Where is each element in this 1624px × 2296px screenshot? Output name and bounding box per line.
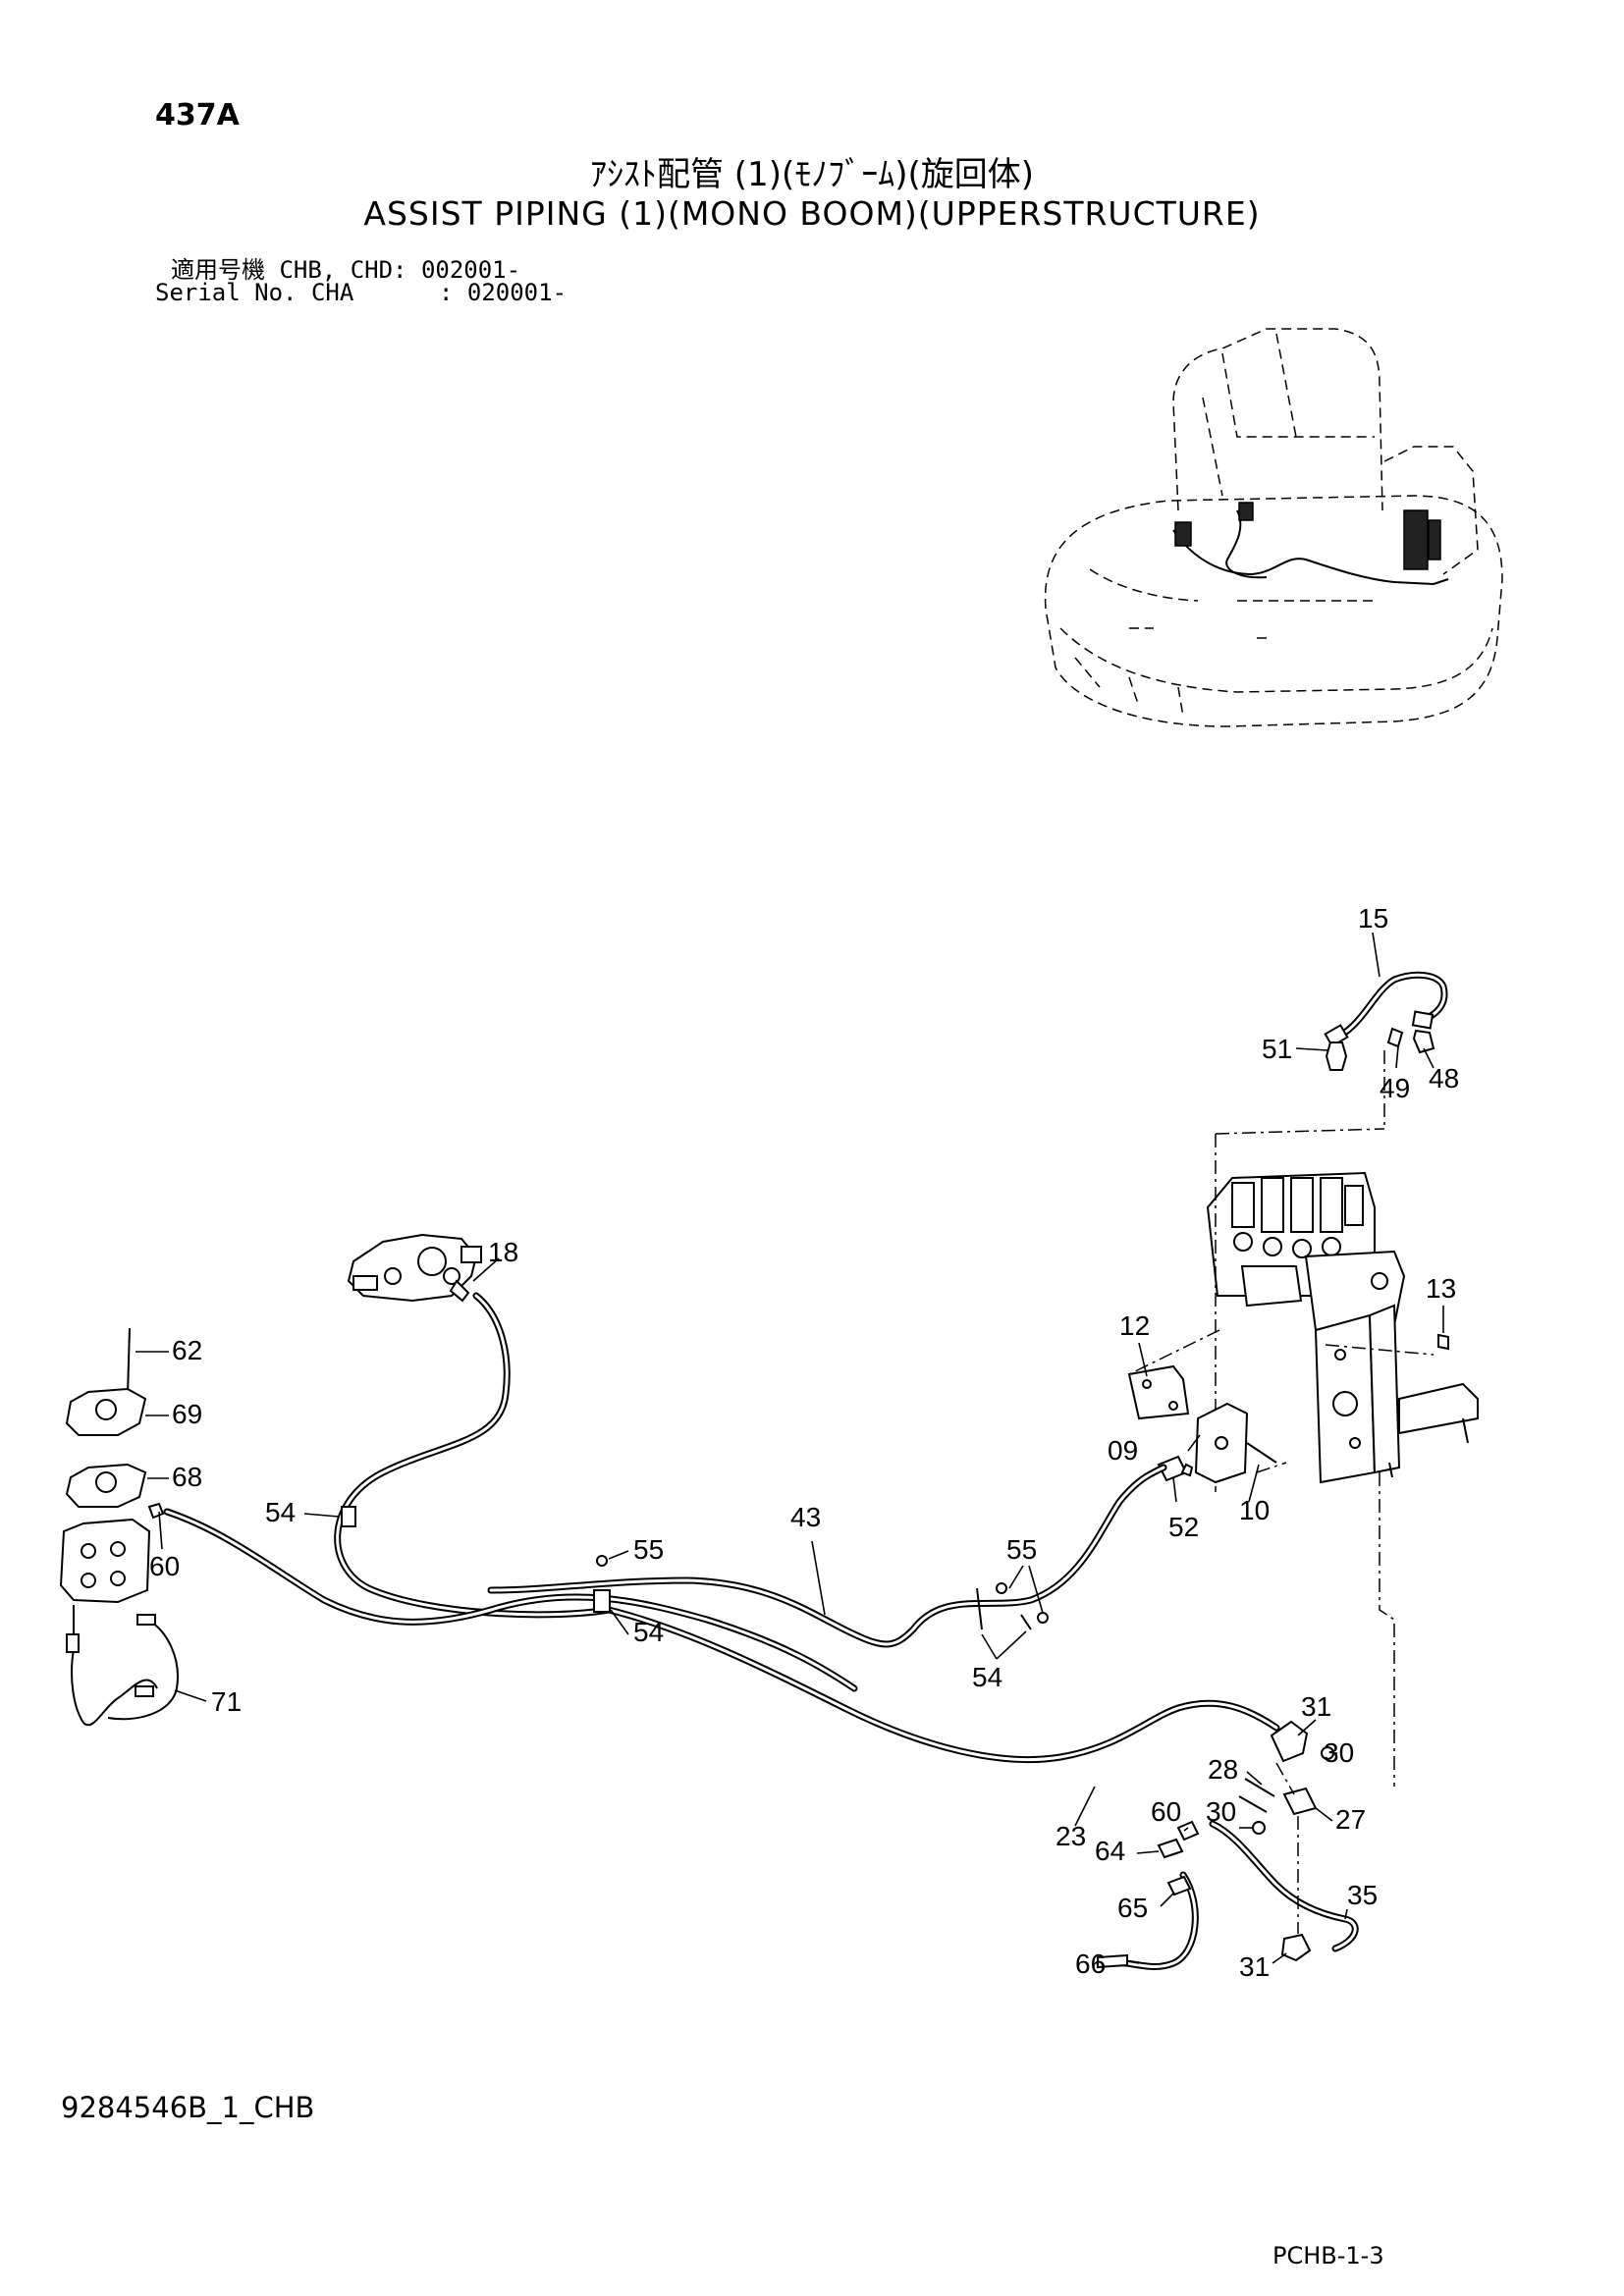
hose-54-upper (334, 1292, 613, 1619)
hose-43 (487, 1464, 1167, 1648)
callout-15: 15 (1358, 903, 1388, 934)
callout-64: 64 (1095, 1836, 1125, 1866)
drawing-number: 9284546B_1_CHB (61, 2091, 315, 2124)
serial-line-2: Serial No. CHA : 020001- (155, 279, 568, 306)
callout-54-c: 54 (972, 1662, 1002, 1692)
callout-54-b: 54 (633, 1617, 664, 1647)
callout-leaders (135, 932, 1444, 1964)
callout-09: 09 (1108, 1435, 1138, 1466)
control-valve-assembly (1128, 1050, 1479, 1787)
valve-block-09 (1194, 1402, 1249, 1484)
bolt-55-a (596, 1555, 608, 1567)
fitting-48 (1412, 1029, 1435, 1054)
harness-71 (66, 1605, 179, 1727)
callout-labels: 15 51 49 48 18 13 12 62 69 09 10 68 52 5… (149, 903, 1459, 1982)
bolt-55-c (1037, 1612, 1049, 1624)
rod-10 (1246, 1442, 1277, 1464)
callout-49: 49 (1380, 1073, 1410, 1103)
bolt-55-b (996, 1582, 1007, 1594)
callout-43: 43 (790, 1502, 821, 1532)
callout-66: 66 (1075, 1949, 1106, 1979)
fitting-60 (1176, 1820, 1200, 1842)
fitting-13 (1437, 1333, 1449, 1351)
hose-15 (1324, 971, 1448, 1047)
fitting-49 (1386, 1027, 1404, 1048)
block-27 (1282, 1787, 1318, 1816)
plug-30-b (1252, 1821, 1266, 1835)
callout-30-b: 30 (1206, 1796, 1236, 1827)
callout-60-b: 60 (1151, 1796, 1181, 1827)
excavator-overview-sketch (1044, 328, 1503, 727)
callout-10: 10 (1239, 1495, 1270, 1525)
page-code: 437A (155, 98, 240, 133)
callout-55-b: 55 (1006, 1534, 1037, 1565)
callout-28: 28 (1208, 1754, 1238, 1785)
callout-71: 71 (211, 1686, 242, 1717)
clamp-54-a (341, 1506, 356, 1527)
callout-18: 18 (488, 1237, 518, 1267)
callout-23: 23 (1056, 1821, 1086, 1851)
callout-69: 69 (172, 1399, 202, 1429)
callout-27: 27 (1335, 1804, 1366, 1835)
fitting-51 (1325, 1041, 1348, 1071)
callout-48: 48 (1429, 1063, 1459, 1094)
elbow-31-lower (1280, 1933, 1312, 1962)
callout-68: 68 (172, 1462, 202, 1492)
callout-62: 62 (172, 1335, 202, 1365)
title-japanese: ｱｼｽﾄ配管 (1)(ﾓﾉﾌﾞｰﾑ)(旋回体) (589, 155, 1035, 194)
callout-30-a: 30 (1324, 1737, 1354, 1768)
bracket-12 (1127, 1364, 1190, 1420)
clamp-54-c (976, 1587, 1032, 1630)
hose-35 (1209, 1820, 1359, 1952)
callout-65: 65 (1117, 1893, 1148, 1923)
hose-from-stack (163, 1508, 858, 1692)
callout-54-a: 54 (265, 1497, 296, 1527)
pin-28 (1238, 1778, 1275, 1813)
fitting-65 (1166, 1875, 1192, 1896)
valve-stack-left (59, 1327, 165, 1604)
callout-52: 52 (1168, 1512, 1199, 1542)
callout-55-a: 55 (633, 1534, 664, 1565)
callout-51: 51 (1262, 1034, 1292, 1064)
callout-35: 35 (1347, 1880, 1378, 1910)
callout-31-b: 31 (1239, 1951, 1270, 1982)
elbow-31-upper (1270, 1720, 1309, 1763)
clamp-54-b (593, 1589, 611, 1613)
valve-18 (347, 1233, 482, 1303)
serial-line-1: 適用号機 CHB, CHD: 002001- (171, 256, 521, 284)
fitting-64 (1157, 1838, 1184, 1859)
callout-31-a: 31 (1301, 1691, 1331, 1722)
page-reference: PCHB-1-3 (1272, 2242, 1384, 2269)
callout-60-a: 60 (149, 1551, 180, 1581)
title-english: ASSIST PIPING (1)(MONO BOOM)(UPPERSTRUCT… (363, 194, 1261, 233)
hose-23 (605, 1606, 1280, 1764)
callout-12: 12 (1119, 1310, 1150, 1341)
callout-13: 13 (1426, 1273, 1456, 1304)
